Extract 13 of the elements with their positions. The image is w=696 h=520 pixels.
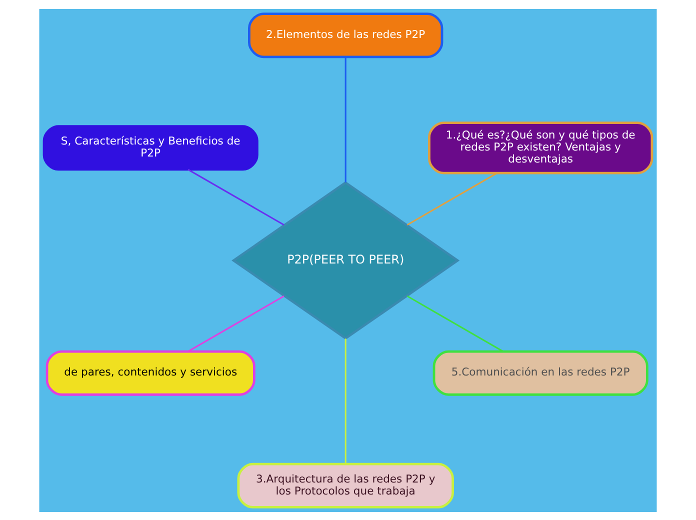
node-box: 5.Comunicación en las redes P2P xyxy=(432,350,648,396)
node-box: S, Características y Beneficios de P2P xyxy=(42,124,258,170)
connector xyxy=(344,56,346,182)
node-diamond: P2P(PEER TO PEER) xyxy=(232,180,460,340)
connector xyxy=(406,294,504,352)
connector xyxy=(188,168,284,226)
connector xyxy=(188,294,284,352)
node-box: de pares, contenidos y servicios xyxy=(46,350,256,396)
connector xyxy=(344,338,346,464)
connector xyxy=(406,172,498,226)
node-box: 3.Arquitectura de las redes P2P y los Protocolos que trabaja xyxy=(237,462,454,508)
node-box: 1.¿Qué es?¿Qué son y qué tipos de redes P2P existen? Ventajas y desventajas xyxy=(428,121,654,174)
node-box: 2.Elementos de las redes P2P xyxy=(248,12,444,58)
